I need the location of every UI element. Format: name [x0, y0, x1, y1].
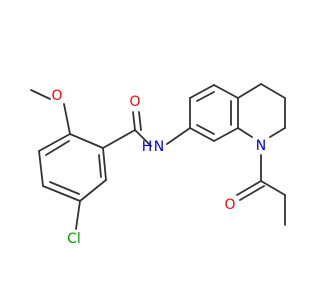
amide-hydrogen-label: H: [142, 139, 153, 155]
ring-nitrogen-label: N: [256, 138, 266, 154]
molecule-structure: O O N H N O Cl: [30, 83, 286, 247]
methoxy-oxygen-label: O: [51, 88, 62, 104]
bond-lines: [30, 83, 286, 230]
molecule-canvas: O O N H N O Cl: [30, 83, 286, 247]
chlorine-label: Cl: [67, 231, 81, 247]
amide-carbonyl-oxygen-label: O: [129, 94, 140, 110]
propanoyl-carbonyl-oxygen-label: O: [224, 197, 235, 213]
amide-nitrogen-label: N: [154, 139, 164, 155]
atom-labels: O O N H N O Cl: [51, 88, 266, 247]
